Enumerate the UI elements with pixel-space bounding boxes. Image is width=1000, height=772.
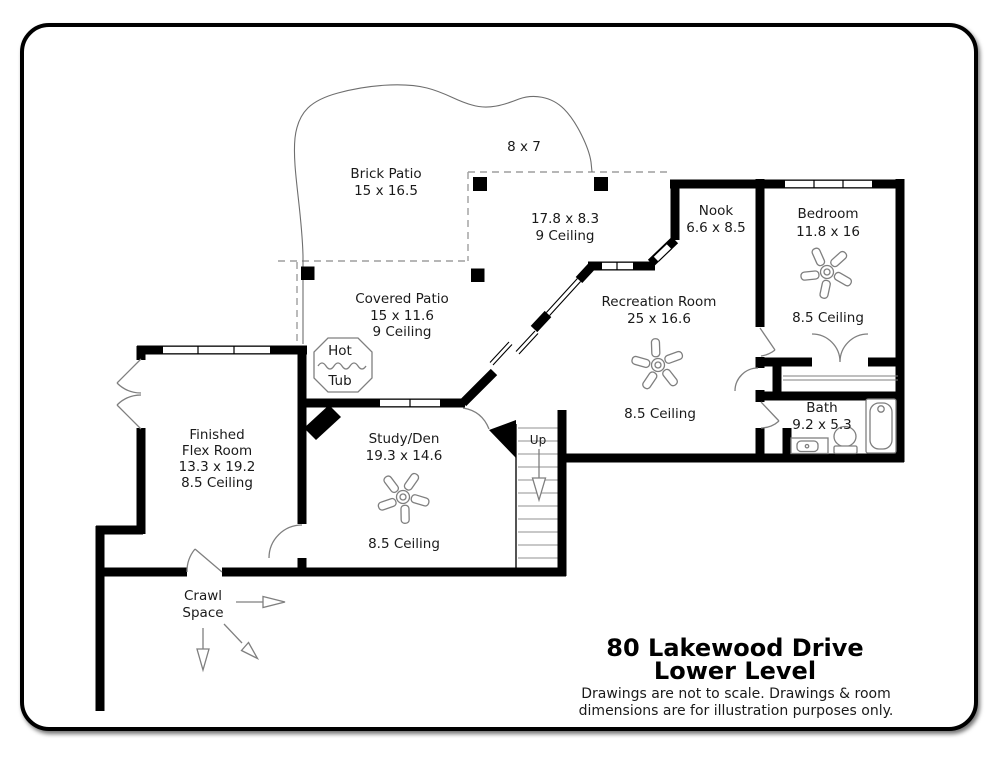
nook-diagonal-window (653, 244, 672, 262)
crawl-space-label-2: Space (182, 605, 223, 621)
title-block: 80 Lakewood Drive Lower Level Drawings a… (579, 634, 894, 719)
porch-post-icon (594, 177, 608, 191)
crawl-arrow-down-icon (196, 628, 210, 673)
bath-door (760, 401, 780, 429)
rec-room-glass-window (545, 278, 582, 316)
porch-post-icon (473, 177, 487, 191)
flex-room-label-2: Flex Room (182, 443, 252, 459)
bath-dims: 9.2 x 5.3 (792, 417, 852, 433)
patio-hall-door (462, 407, 490, 430)
upper-area-dims: 17.8 x 8.3 (531, 211, 599, 227)
flex-room-ceiling: 8.5 Ceiling (181, 475, 253, 491)
plan-disclaimer-line1: Drawings are not to scale. Drawings & ro… (581, 686, 890, 702)
plan-disclaimer-line2: dimensions are for illustration purposes… (579, 703, 894, 719)
windows (163, 179, 872, 408)
bedroom-label: Bedroom (797, 206, 858, 222)
nook-dims: 6.6 x 8.5 (686, 220, 746, 236)
porch-posts (301, 177, 608, 282)
flex-room-dims: 13.3 x 19.2 (179, 459, 256, 475)
closet-shelves (783, 375, 898, 381)
study-den-ceiling: 8.5 Ceiling (368, 536, 440, 552)
recreation-room-ceiling: 8.5 Ceiling (624, 406, 696, 422)
flex-room-french-doors (116, 358, 142, 430)
deck-dims: 8 x 7 (507, 139, 541, 155)
bedroom-window (785, 180, 872, 188)
up-arrow-icon (531, 449, 547, 503)
study-den-label: Study/Den (369, 431, 440, 447)
porch-post-icon (301, 266, 315, 280)
study-ceiling-fan-icon (377, 472, 430, 524)
bath-label: Bath (806, 400, 837, 416)
flex-room-window (163, 346, 270, 354)
recreation-ceiling-fan-icon (631, 338, 684, 390)
recreation-room-dims: 25 x 16.6 (627, 311, 691, 327)
covered-patio-ceiling: 9 Ceiling (373, 324, 432, 340)
brick-patio-outline (293, 84, 593, 344)
fireplace-icon (304, 405, 341, 440)
hot-tub-label-1: Hot (328, 343, 352, 359)
recreation-room-label: Recreation Room (602, 294, 717, 310)
stair-treads (515, 424, 558, 571)
bedroom-ceiling-fan-icon (800, 247, 853, 299)
brick-patio-dims: 15 x 16.5 (354, 183, 418, 199)
plan-title-line1: 80 Lakewood Drive (606, 634, 863, 662)
closet-door (734, 367, 759, 392)
covered-patio-dims: 15 x 11.6 (370, 308, 434, 324)
stair-wedge-wall (489, 420, 516, 458)
page-border (20, 23, 978, 731)
bedroom-ceiling: 8.5 Ceiling (792, 310, 864, 326)
bedroom-door (759, 327, 776, 357)
stairs-up-label: Up (530, 433, 546, 447)
upper-area-ceiling: 9 Ceiling (536, 228, 595, 244)
crawl-space-door (186, 548, 223, 573)
sink-icon (790, 437, 829, 455)
covered-patio-label: Covered Patio (355, 291, 449, 307)
doors (116, 327, 869, 573)
brick-patio-label: Brick Patio (350, 166, 421, 182)
bathtub-icon (865, 398, 897, 454)
toilet-icon (833, 425, 858, 455)
study-den-dims: 19.3 x 14.6 (366, 448, 443, 464)
patio-dashed-boundary (278, 171, 670, 344)
plan-title-line2: Lower Level (654, 657, 816, 685)
crawl-space-arrows (196, 595, 286, 673)
crawl-space-label-1: Crawl (184, 588, 222, 604)
flex-room-label-1: Finished (189, 427, 244, 443)
nook-label: Nook (699, 203, 734, 219)
bedroom-closet-double-door (811, 333, 869, 363)
crawl-arrow-diagonal-icon (223, 623, 260, 661)
sliding-door (489, 330, 539, 366)
bedroom-dims: 11.8 x 16 (796, 224, 860, 240)
hot-tub-icon (313, 337, 373, 393)
crawl-arrow-right-icon (236, 595, 286, 609)
porch-post-icon (471, 268, 485, 282)
flex-study-door (268, 524, 303, 559)
hot-tub-label-2: Tub (327, 373, 351, 389)
